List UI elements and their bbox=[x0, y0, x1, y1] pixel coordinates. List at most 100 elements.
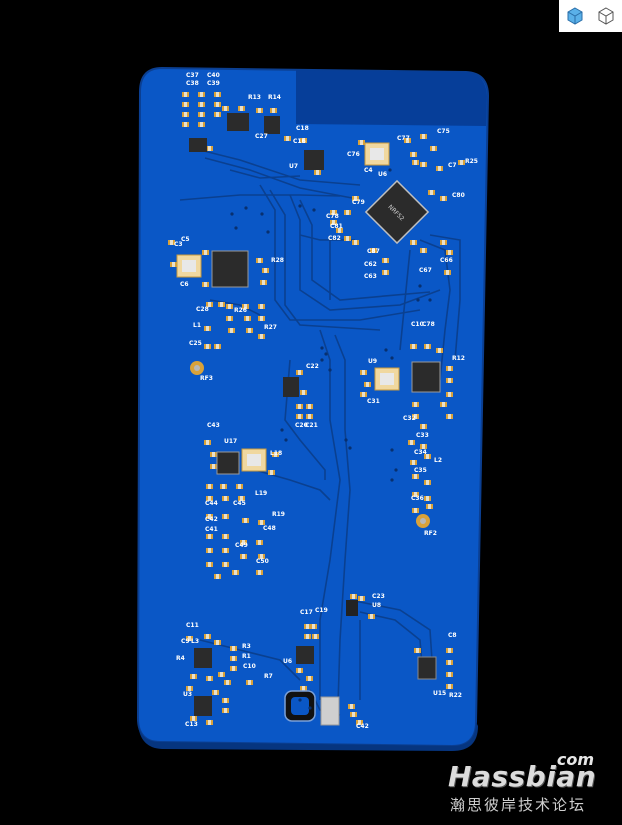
designator-c87: C87 bbox=[367, 248, 380, 255]
smd-body bbox=[448, 684, 451, 689]
smd-body bbox=[208, 484, 211, 489]
designator-c42: C42 bbox=[356, 723, 369, 730]
smd-body bbox=[216, 102, 219, 107]
smd-body bbox=[234, 570, 237, 575]
smd-body bbox=[232, 656, 235, 661]
designator-l19: L19 bbox=[255, 490, 267, 497]
smd-body bbox=[316, 170, 319, 175]
smd-body bbox=[200, 92, 203, 97]
smd-body bbox=[260, 554, 263, 559]
designator-c32: C32 bbox=[403, 415, 416, 422]
smd-body bbox=[362, 392, 365, 397]
solid-view-button[interactable] bbox=[564, 5, 586, 27]
designator-r14: R14 bbox=[268, 94, 281, 101]
designator-c75: C75 bbox=[437, 128, 450, 135]
smd-body bbox=[302, 686, 305, 691]
smd-body bbox=[366, 382, 369, 387]
smd-body bbox=[260, 520, 263, 525]
via bbox=[344, 438, 348, 442]
smd-body bbox=[248, 328, 251, 333]
designator-c28: C28 bbox=[196, 306, 209, 313]
smd-body bbox=[302, 390, 305, 395]
smd-body bbox=[208, 302, 211, 307]
smd-body bbox=[410, 440, 413, 445]
via bbox=[320, 358, 324, 362]
designator-c67: C67 bbox=[419, 267, 432, 274]
smd-body bbox=[244, 304, 247, 309]
smd-body bbox=[370, 614, 373, 619]
wireframe-view-button[interactable] bbox=[595, 5, 617, 27]
designator-u7: U7 bbox=[289, 163, 298, 170]
via bbox=[244, 206, 248, 210]
designator-r1: R1 bbox=[242, 653, 251, 660]
smd-body bbox=[422, 162, 425, 167]
designator-r27: R27 bbox=[264, 324, 277, 331]
smd-body bbox=[260, 304, 263, 309]
smd-body bbox=[302, 138, 305, 143]
smd-body bbox=[286, 136, 289, 141]
smd-body bbox=[188, 636, 191, 641]
smd-body bbox=[346, 236, 349, 241]
designator-c42: C42 bbox=[205, 516, 218, 523]
smd-body bbox=[448, 378, 451, 383]
via bbox=[284, 438, 288, 442]
smd-body bbox=[188, 686, 191, 691]
smd-body bbox=[414, 474, 417, 479]
smd-body bbox=[224, 496, 227, 501]
smd-body bbox=[414, 402, 417, 407]
vias bbox=[230, 168, 432, 710]
smd-body bbox=[184, 102, 187, 107]
designator-c62: C62 bbox=[364, 261, 377, 268]
smd-body bbox=[428, 504, 431, 509]
smd-body bbox=[384, 270, 387, 275]
smd-body bbox=[258, 108, 261, 113]
designator-c20: C20 bbox=[295, 422, 308, 429]
designator-r4: R4 bbox=[176, 655, 185, 662]
pcb-traces bbox=[179, 149, 461, 716]
smd-body bbox=[208, 562, 211, 567]
smd-body bbox=[216, 112, 219, 117]
smd-body bbox=[332, 220, 335, 225]
smd-body bbox=[438, 166, 441, 171]
smd-body bbox=[240, 106, 243, 111]
cube-wireframe-icon bbox=[598, 7, 614, 25]
smd-body bbox=[308, 404, 311, 409]
smd-body bbox=[214, 690, 217, 695]
smd-body bbox=[262, 280, 265, 285]
designator-c44: C44 bbox=[205, 500, 218, 507]
designator-c76: C76 bbox=[347, 151, 360, 158]
smd-body bbox=[432, 146, 435, 151]
smd-body bbox=[206, 634, 209, 639]
view-toolbar bbox=[559, 0, 622, 32]
designator-c77: C77 bbox=[397, 135, 410, 142]
smd-body bbox=[208, 146, 211, 151]
smd-body bbox=[422, 424, 425, 429]
smd-body bbox=[224, 562, 227, 567]
designator-c21: C21 bbox=[305, 422, 318, 429]
via bbox=[428, 298, 432, 302]
designator-l1: L1 bbox=[193, 322, 201, 329]
smd-body bbox=[184, 92, 187, 97]
designator-r3: R3 bbox=[242, 643, 251, 650]
smd-body bbox=[412, 460, 415, 465]
designator-r26: R26 bbox=[234, 307, 247, 314]
smd-body bbox=[442, 402, 445, 407]
smd-body bbox=[228, 316, 231, 321]
smd-body bbox=[208, 534, 211, 539]
watermark-suffix: com bbox=[556, 750, 594, 769]
designator-c22: C22 bbox=[306, 363, 319, 370]
designator-c11: C11 bbox=[186, 622, 199, 629]
smd-body bbox=[414, 492, 417, 497]
designator-r19: R19 bbox=[272, 511, 285, 518]
smd-body bbox=[258, 258, 261, 263]
smd-body bbox=[232, 666, 235, 671]
designator-r7: R7 bbox=[264, 673, 273, 680]
smd-body bbox=[206, 344, 209, 349]
smd-body bbox=[442, 196, 445, 201]
smd-body bbox=[298, 404, 301, 409]
designator-c79: C79 bbox=[352, 199, 365, 206]
designator-c37: C37 bbox=[186, 72, 199, 79]
forum-watermark: com Hassbian 瀚思彼岸技术论坛 bbox=[446, 750, 616, 814]
